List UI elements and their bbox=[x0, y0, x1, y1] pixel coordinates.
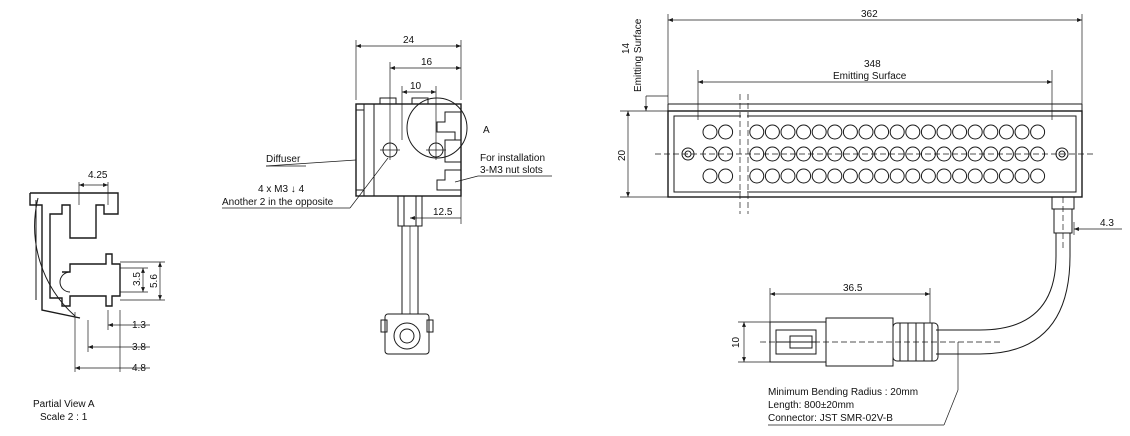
led-lens bbox=[780, 168, 796, 184]
led-lens bbox=[718, 168, 734, 184]
led-lens bbox=[811, 124, 827, 140]
bend-radius-note: Minimum Bending Radius : 20mm bbox=[768, 387, 918, 398]
led-lens bbox=[905, 146, 921, 162]
led-array bbox=[702, 124, 1046, 184]
led-lens bbox=[920, 124, 936, 140]
partial-view-a bbox=[29, 182, 165, 372]
led-lens bbox=[889, 124, 905, 140]
led-lens bbox=[827, 124, 843, 140]
partial-view-title: Partial View A bbox=[33, 399, 95, 410]
led-lens bbox=[702, 168, 718, 184]
led-lens bbox=[874, 146, 890, 162]
connector-note: Connector: JST SMR-02V-B bbox=[768, 413, 893, 424]
led-lens bbox=[811, 168, 827, 184]
led-lens bbox=[889, 146, 905, 162]
led-lens bbox=[780, 124, 796, 140]
dim-slot-width: 4.25 bbox=[88, 170, 108, 181]
length-note: Length: 800±20mm bbox=[768, 400, 854, 411]
screw-spec-label: 4 x M3 ↓ 4 bbox=[258, 184, 305, 195]
dim-offset-1: 1.3 bbox=[132, 320, 146, 331]
led-lens bbox=[702, 146, 718, 162]
led-lens bbox=[764, 124, 780, 140]
dim-front-4-3: 4.3 bbox=[1100, 218, 1114, 229]
led-lens bbox=[842, 146, 858, 162]
dim-side-24: 24 bbox=[403, 35, 415, 46]
led-lens bbox=[827, 168, 843, 184]
led-lens bbox=[967, 146, 983, 162]
led-lens bbox=[967, 168, 983, 184]
led-lens bbox=[749, 124, 765, 140]
led-lens bbox=[874, 168, 890, 184]
led-lens bbox=[780, 146, 796, 162]
emitting-surface-label: Emitting Surface bbox=[833, 71, 907, 82]
led-lens bbox=[998, 124, 1014, 140]
install-note-2: 3-M3 nut slots bbox=[480, 165, 543, 176]
dim-connector-10: 10 bbox=[731, 336, 742, 348]
led-lens bbox=[1014, 168, 1030, 184]
led-lens bbox=[764, 146, 780, 162]
led-lens bbox=[842, 124, 858, 140]
led-lens bbox=[718, 124, 734, 140]
dim-offset-2: 3.8 bbox=[132, 342, 146, 353]
led-lens bbox=[936, 168, 952, 184]
dim-side-10: 10 bbox=[410, 81, 422, 92]
led-lens bbox=[1030, 168, 1046, 184]
led-lens bbox=[905, 124, 921, 140]
led-lens bbox=[998, 168, 1014, 184]
diffuser-label: Diffuser bbox=[266, 154, 301, 165]
led-lens bbox=[796, 146, 812, 162]
led-lens bbox=[967, 124, 983, 140]
led-lens bbox=[889, 168, 905, 184]
led-lens bbox=[920, 168, 936, 184]
led-lens bbox=[983, 168, 999, 184]
led-lens bbox=[998, 146, 1014, 162]
led-lens bbox=[718, 146, 734, 162]
led-lens bbox=[764, 168, 780, 184]
led-lens bbox=[858, 124, 874, 140]
led-lens bbox=[858, 146, 874, 162]
led-lens bbox=[858, 168, 874, 184]
dim-side-16: 16 bbox=[421, 57, 433, 68]
dim-offset-3: 4.8 bbox=[132, 363, 146, 374]
led-lens bbox=[936, 146, 952, 162]
install-note-1: For installation bbox=[480, 153, 545, 164]
dim-front-20: 20 bbox=[617, 149, 628, 161]
led-lens bbox=[702, 124, 718, 140]
dim-connector-36-5: 36.5 bbox=[843, 283, 863, 294]
led-lens bbox=[936, 124, 952, 140]
led-lens bbox=[983, 124, 999, 140]
led-lens bbox=[796, 168, 812, 184]
front-view bbox=[620, 14, 1122, 426]
led-lens bbox=[952, 168, 968, 184]
screw-note-label: Another 2 in the opposite bbox=[222, 197, 334, 208]
led-lens bbox=[1030, 124, 1046, 140]
led-lens bbox=[811, 146, 827, 162]
dim-slot-height-inner: 3.5 bbox=[132, 272, 143, 286]
led-lens bbox=[749, 168, 765, 184]
dim-slot-height-outer: 5.6 bbox=[149, 274, 160, 288]
dim-front-348: 348 bbox=[864, 59, 881, 70]
led-lens bbox=[1014, 124, 1030, 140]
led-lens bbox=[905, 168, 921, 184]
partial-view-scale: Scale 2 : 1 bbox=[40, 412, 88, 423]
dim-front-14: 14 bbox=[621, 42, 632, 54]
led-lens bbox=[874, 124, 890, 140]
led-lens bbox=[842, 168, 858, 184]
dim-side-12-5: 12.5 bbox=[433, 207, 453, 218]
led-lens bbox=[983, 146, 999, 162]
emitting-surface-vert-label: Emitting Surface bbox=[633, 18, 644, 92]
led-lens bbox=[796, 124, 812, 140]
detail-label-a: A bbox=[483, 125, 490, 136]
led-lens bbox=[920, 146, 936, 162]
led-lens bbox=[749, 146, 765, 162]
led-lens bbox=[952, 146, 968, 162]
dim-front-362: 362 bbox=[861, 9, 878, 20]
led-lens bbox=[952, 124, 968, 140]
side-view bbox=[222, 40, 552, 355]
led-lens bbox=[827, 146, 843, 162]
led-lens bbox=[1014, 146, 1030, 162]
led-lens bbox=[1030, 146, 1046, 162]
